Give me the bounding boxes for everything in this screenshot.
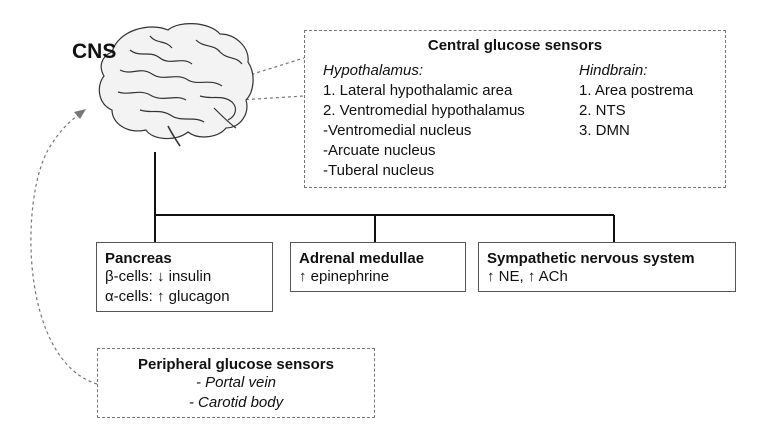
hindbrain-item: 3. DMN <box>579 122 630 139</box>
adrenal-box: Adrenal medullae ↑ epinephrine <box>290 242 466 292</box>
hypothalamus-item: -Arcuate nucleus <box>323 142 436 159</box>
peripheral-sensors-box: Peripheral glucose sensors - Portal vein… <box>97 348 375 418</box>
pancreas-line: α-cells: ↑ glucagon <box>105 288 230 305</box>
hindbrain-heading: Hindbrain: <box>579 62 648 79</box>
hindbrain-section: Hindbrain: 1. Area postrema 2. NTS 3. DM… <box>579 61 693 141</box>
sympathetic-title: Sympathetic nervous system <box>487 250 695 267</box>
pancreas-title: Pancreas <box>105 250 172 267</box>
sympathetic-box: Sympathetic nervous system ↑ NE, ↑ ACh <box>478 242 736 292</box>
hypothalamus-section: Hypothalamus: 1. Lateral hypothalamic ar… <box>323 61 525 181</box>
brain-icon <box>98 23 254 147</box>
peripheral-item: - Carotid body <box>188 394 284 411</box>
central-sensors-title: Central glucose sensors <box>427 37 603 54</box>
feedback-arrowhead <box>74 109 86 119</box>
hypothalamus-item: 1. Lateral hypothalamic area <box>323 82 513 99</box>
hypothalamus-item: -Tuberal nucleus <box>323 162 435 179</box>
hindbrain-item: 2. NTS <box>579 102 626 119</box>
hypothalamus-heading: Hypothalamus: <box>323 62 424 79</box>
hypothalamus-item: -Ventromedial nucleus <box>323 122 472 139</box>
hypothalamus-item: 2. Ventromedial hypothalamus <box>323 102 525 119</box>
pancreas-line: β-cells: ↓ insulin <box>105 268 212 285</box>
brain-to-central-dotted-lower <box>239 95 305 101</box>
hindbrain-item: 1. Area postrema <box>579 82 694 99</box>
pancreas-box: Pancreas β-cells: ↓ insulin α-cells: ↑ g… <box>96 242 273 312</box>
peripheral-item: - Portal vein <box>195 374 277 391</box>
adrenal-title: Adrenal medullae <box>299 250 425 267</box>
peripheral-sensors-title: Peripheral glucose sensors <box>138 356 334 373</box>
cns-label: CNS <box>72 40 117 63</box>
peripheral-feedback-arrow <box>30 113 98 385</box>
adrenal-line: ↑ epinephrine <box>299 268 390 285</box>
central-sensors-box: Central glucose sensors Hypothalamus: 1.… <box>304 30 726 188</box>
sympathetic-line: ↑ NE, ↑ ACh <box>487 268 568 285</box>
brain-to-central-dotted-upper <box>239 57 305 79</box>
